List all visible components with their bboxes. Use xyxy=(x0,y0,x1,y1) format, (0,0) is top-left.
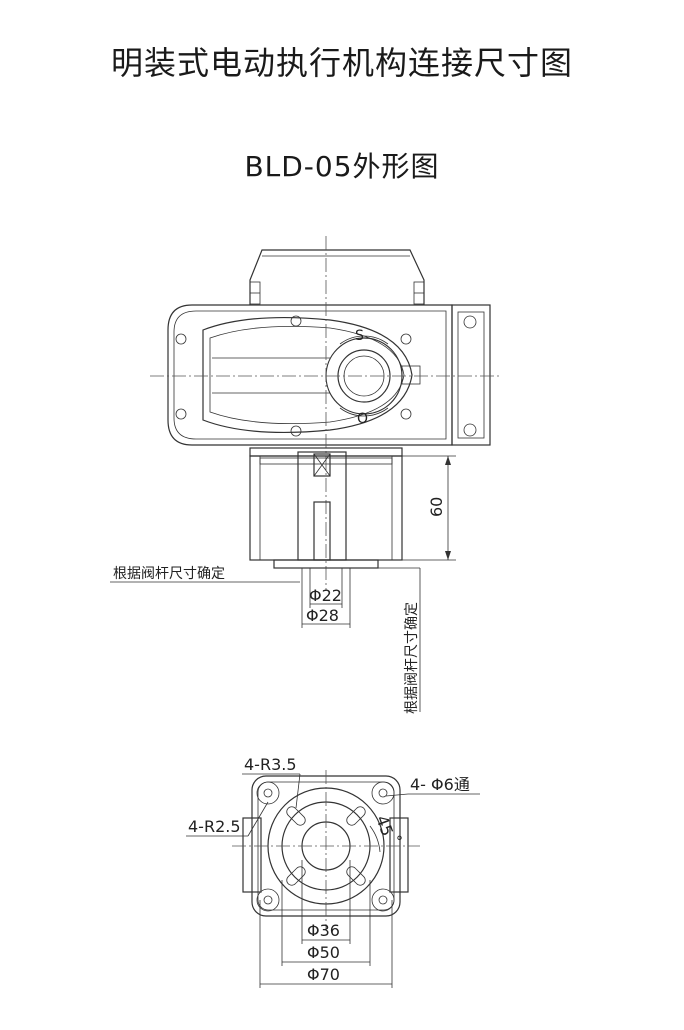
valve-stem-note-vertical: 根据阀杆尺寸确定 xyxy=(404,602,420,714)
degree-mark: ° xyxy=(396,834,403,850)
drawing-subtitle: BLD-05外形图 xyxy=(244,150,440,183)
height-dimension: 60 xyxy=(427,497,446,517)
valve-stem-note: 根据阀杆尺寸确定 xyxy=(113,566,225,582)
slot-hole-icon xyxy=(346,866,366,886)
dimension-phi70: Φ70 xyxy=(307,965,340,984)
screw-icon xyxy=(400,408,412,420)
page-title: 明装式电动执行机构连接尺寸图 xyxy=(110,44,573,82)
side-block xyxy=(451,304,491,446)
cover-lens xyxy=(202,316,413,434)
slot-hole-icon xyxy=(286,866,306,886)
dimension-phi36: Φ36 xyxy=(307,921,340,940)
dimension-phi22: Φ22 xyxy=(309,586,342,605)
actuator-front-view: S O 60 根据阀杆尺寸确定 Φ22 xyxy=(110,236,500,714)
mounting-hole-icon xyxy=(378,788,388,798)
label-4-r25: 4-R2.5 xyxy=(188,817,241,836)
coupling xyxy=(297,451,347,561)
slot-hole-icon xyxy=(346,806,366,826)
open-shut-label-o: O xyxy=(357,411,368,427)
mounting-hole-icon xyxy=(378,895,388,905)
screw-icon xyxy=(175,408,187,420)
label-4-phi6-through: 4- Φ6通 xyxy=(410,775,470,794)
flange-bottom-view: 4-R3.5 4-R2.5 4- Φ6通 45 ° Φ36 Φ50 Φ70 xyxy=(186,755,480,988)
label-4-r35: 4-R3.5 xyxy=(244,755,297,774)
screw-icon xyxy=(400,333,412,345)
dimension-phi50: Φ50 xyxy=(307,943,340,962)
screw-icon xyxy=(175,333,187,345)
actuator-body xyxy=(167,304,453,446)
open-shut-label-s: S xyxy=(355,328,364,344)
screw-icon xyxy=(290,315,302,327)
mounting-hole-icon xyxy=(263,788,273,798)
screw-icon xyxy=(290,425,302,437)
mounting-hole-icon xyxy=(263,895,273,905)
bottom-flange xyxy=(273,559,379,569)
dimension-phi28: Φ28 xyxy=(306,606,339,625)
top-cover xyxy=(249,249,425,305)
slot-hole-icon xyxy=(286,806,306,826)
